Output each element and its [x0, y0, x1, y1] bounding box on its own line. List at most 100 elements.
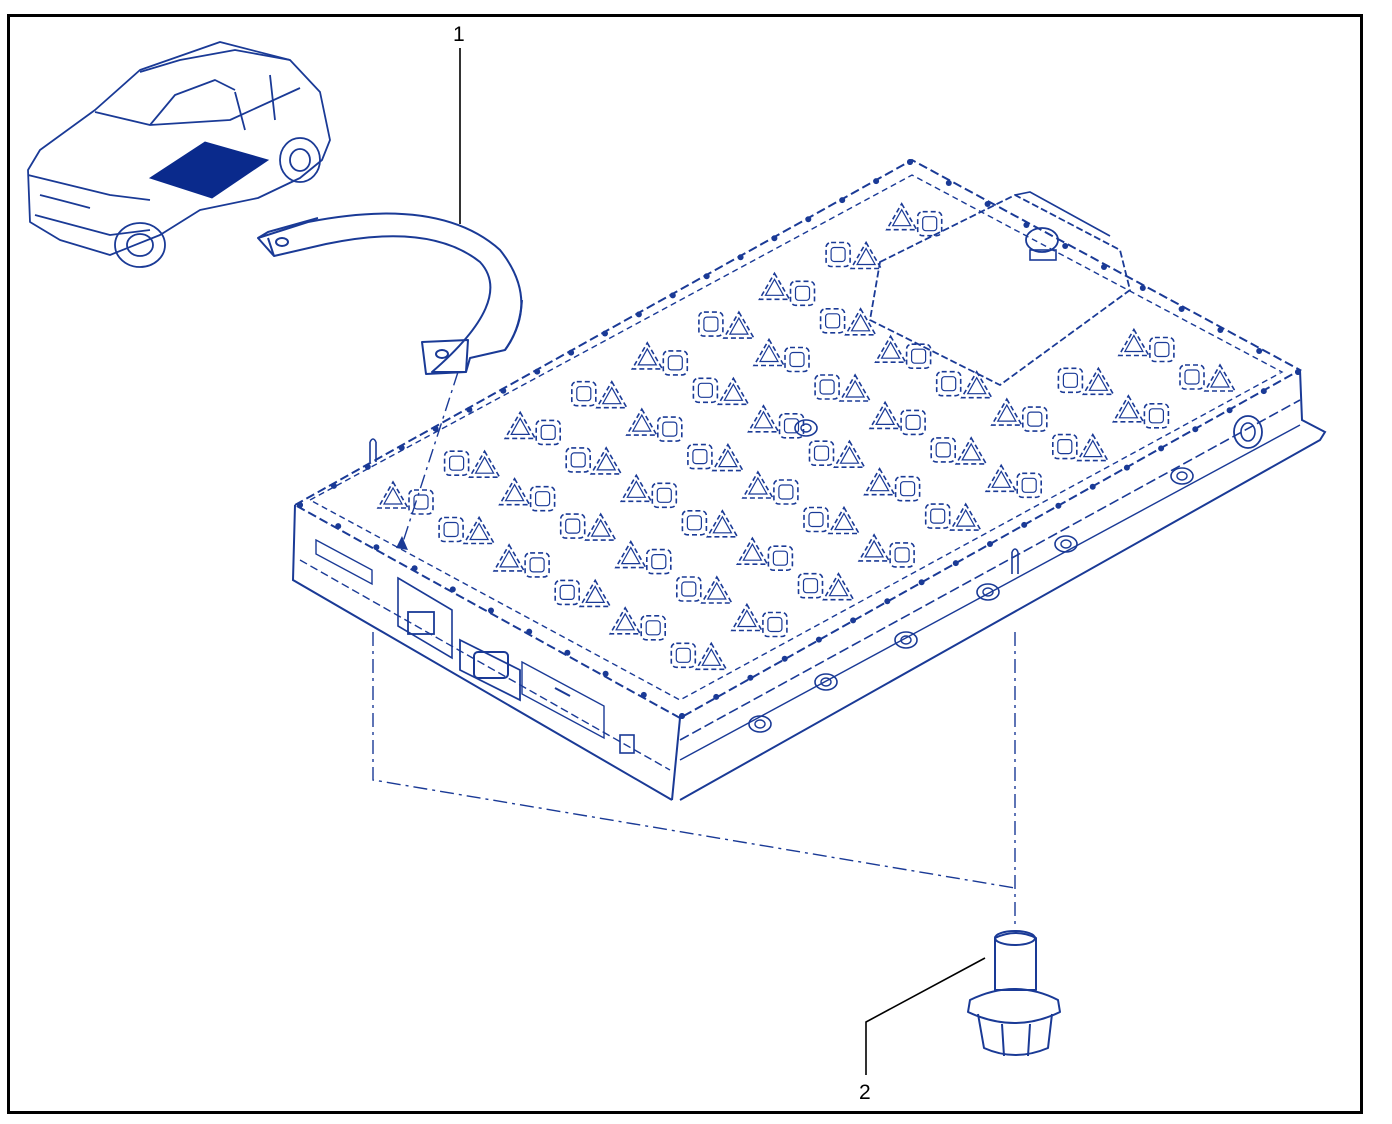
pocket-b-0-1: [463, 516, 495, 545]
pocket-b-1-5: [762, 611, 788, 638]
pocket-4-3: [808, 440, 835, 467]
callout-label-part-1: 1: [453, 23, 465, 46]
fastener-dot: [679, 713, 685, 719]
pocket-3-0: [570, 380, 597, 407]
fastener-dot: [635, 311, 642, 318]
pocket-1-1: [498, 477, 531, 506]
pocket-1-2: [559, 513, 586, 539]
fastener-dot: [449, 586, 456, 593]
pocket-b-1-1: [529, 485, 556, 512]
pocket-0-1: [438, 516, 464, 543]
fastener-dot: [805, 216, 812, 223]
pocket-8-0: [885, 202, 918, 231]
fastener-dot: [952, 560, 959, 567]
pocket-2-1: [565, 447, 592, 473]
fastener-dot: [640, 691, 647, 698]
pocket-3-5: [858, 534, 890, 562]
pocket-b-8-0: [916, 210, 943, 237]
fastener-dot: [1158, 445, 1165, 452]
fastener-dot: [1178, 306, 1185, 312]
fastener-dot: [500, 387, 507, 394]
bolt-part-2: [967, 930, 1061, 1057]
fastener-dot: [1055, 502, 1062, 509]
fastener-dot: [1192, 426, 1199, 433]
strap-arrow: [396, 536, 408, 550]
fastener-dot: [815, 636, 822, 643]
pocket-3-1: [625, 408, 658, 436]
pocket-8-5: [1179, 364, 1205, 390]
callout-leaders: [459, 48, 986, 1075]
pocket-6-5: [1052, 433, 1078, 460]
pocket-5-4: [930, 437, 957, 463]
pocket-2-4: [736, 537, 769, 566]
fastener-dot: [1260, 388, 1267, 395]
pocket-b-3-0: [595, 380, 628, 409]
fastener-dot: [568, 349, 575, 356]
fastener-dot: [1256, 348, 1263, 354]
pocket-b-5-4: [955, 437, 988, 465]
pocket-5-2: [814, 374, 840, 400]
pocket-5-0: [698, 311, 724, 337]
battery-location-highlight: [148, 141, 270, 199]
pocket-b-0-3: [579, 579, 612, 608]
fastener-dot: [364, 463, 371, 470]
pocket-b-3-4: [828, 506, 860, 535]
strap-part-1: [257, 212, 523, 375]
pocket-b-2-0: [535, 419, 562, 446]
pocket-2-0: [504, 411, 537, 440]
fastener-dot: [411, 565, 418, 572]
fastener-dot: [771, 235, 778, 242]
fastener-dot: [850, 617, 857, 624]
pocket-b-3-5: [889, 542, 915, 568]
pocket-4-5: [924, 503, 951, 529]
pocket-b-2-1: [590, 447, 623, 475]
fastener-dot: [839, 197, 846, 204]
fastener-dot: [703, 273, 710, 280]
pocket-b-7-4: [1082, 367, 1115, 396]
fastener-dot: [737, 254, 744, 261]
fastener-dot: [918, 579, 925, 586]
pocket-4-4: [863, 467, 896, 496]
pocket-b-4-5: [949, 503, 982, 531]
pocket-7-5: [1112, 394, 1145, 423]
pocket-8-4: [1118, 328, 1150, 357]
pocket-4-0: [631, 342, 664, 370]
callout-label-part-2: 2: [859, 1081, 871, 1104]
fastener-dot: [747, 674, 754, 681]
pocket-2-3: [681, 509, 708, 536]
fastener-dot: [488, 607, 494, 614]
vehicle-locator-thumbnail: [27, 41, 331, 268]
pocket-b-4-3: [833, 440, 866, 469]
pocket-b-5-0: [723, 311, 755, 339]
pocket-6-4: [990, 398, 1023, 426]
pocket-7-4: [1057, 367, 1084, 394]
pocket-1-0: [443, 450, 470, 477]
fastener-dot: [1101, 264, 1107, 270]
fastener-dot: [466, 406, 473, 413]
pocket-0-0: [377, 481, 409, 509]
fastener-dot: [987, 541, 993, 547]
pocket-0-2: [493, 544, 525, 572]
pocket-1-4: [675, 576, 702, 602]
fastener-dot: [297, 502, 303, 508]
fastener-dot: [713, 693, 720, 700]
pocket-b-8-4: [1149, 336, 1175, 363]
pocket-1-3: [614, 540, 647, 569]
pocket-b-6-4: [1022, 406, 1048, 432]
pocket-5-5: [985, 464, 1018, 493]
fastener-dot: [398, 444, 405, 451]
battery-pack: [291, 158, 1327, 801]
pocket-b-4-1: [717, 377, 750, 406]
fastener-dot: [907, 159, 913, 165]
fastener-dot: [1089, 483, 1096, 490]
pocket-b-0-5: [695, 642, 728, 671]
fastener-dot: [534, 368, 541, 375]
fastener-dot: [945, 180, 952, 186]
pocket-b-3-3: [773, 479, 799, 505]
pocket-b-5-3: [900, 409, 926, 436]
fastener-dot: [884, 598, 891, 605]
fastener-dot: [432, 425, 439, 432]
pocket-b-1-0: [468, 450, 501, 479]
pocket-2-5: [797, 572, 824, 599]
pocket-b-8-5: [1204, 364, 1236, 392]
